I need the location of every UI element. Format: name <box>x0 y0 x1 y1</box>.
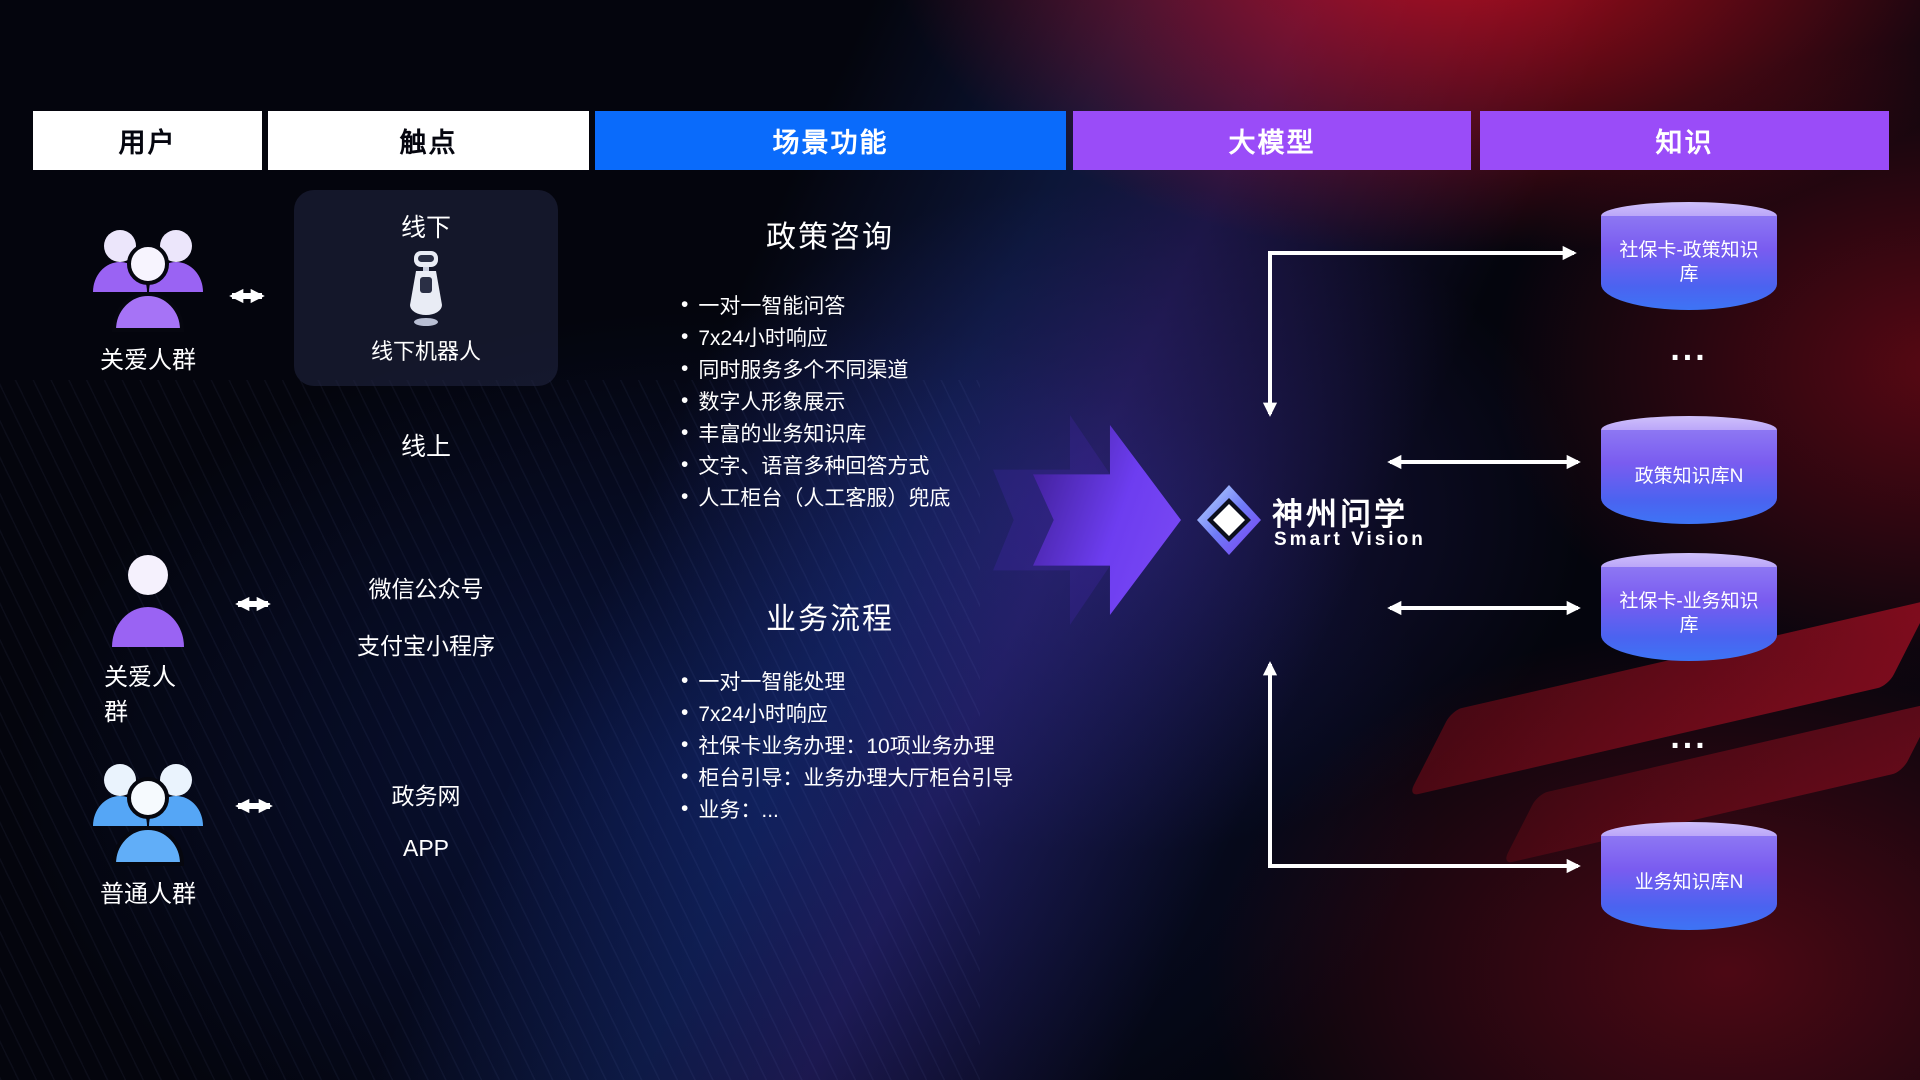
function-bullet-item: • 7x24小时响应 <box>681 321 1101 353</box>
diamond-logo-icon <box>1197 485 1261 555</box>
bullet-dot: • <box>681 453 689 476</box>
bullet-dot: • <box>681 389 689 412</box>
function-bullet-item: • 7x24小时响应 <box>681 697 1101 729</box>
bullet-dot: • <box>681 485 689 508</box>
model-subtitle: Smart Vision <box>1274 529 1426 550</box>
bullet-dot: • <box>681 325 689 348</box>
policy-consult-list: •一对一智能问答 •7x24小时响应 •同时服务多个不同渠道 •数字人形象展示 … <box>681 289 1101 513</box>
column-header-users: 用户 <box>33 111 262 170</box>
person-icon <box>112 555 184 647</box>
channel-wechat: 微信公众号 <box>368 576 484 602</box>
column-header-label: 大模型 <box>1228 128 1316 158</box>
bullet-text: 人工柜台（人工客服）兜底 <box>698 487 951 510</box>
function-bullet-item: • 一对一智能问答 <box>681 289 1101 321</box>
bullet-text: 一对一智能处理 <box>698 671 846 694</box>
model-logo <box>1196 484 1262 561</box>
column-header-label: 触点 <box>399 128 458 158</box>
function-bullet-item: • 同时服务多个不同渠道 <box>681 353 1101 385</box>
ellipsis-more-kb: ... <box>1670 718 1708 756</box>
user-group-label: 关爱人群 <box>100 347 196 374</box>
channel-app: APP <box>402 835 450 861</box>
bullet-text: 社保卡业务办理：10项业务办理 <box>698 735 995 758</box>
bullet-text: 业务：... <box>698 799 779 822</box>
arrow-model-policy-ssc-kb <box>1262 245 1577 417</box>
function-bullet-item: • 丰富的业务知识库 <box>681 417 1101 449</box>
user-group-care-2: 关爱人群 <box>104 551 192 727</box>
function-bullet-item: • 柜台引导：业务办理大厅柜台引导 <box>681 761 1101 793</box>
bullet-text: 7x24小时响应 <box>698 327 828 350</box>
bullet-dot: • <box>681 765 689 788</box>
column-header-label: 用户 <box>118 128 177 158</box>
column-header-label: 知识 <box>1655 128 1714 158</box>
function-bullet-item: • 人工柜台（人工客服）兜底 <box>681 481 1101 513</box>
kb-cylinder-policy-n: 政策知识库N <box>1601 416 1777 524</box>
business-process-list: • 一对一智能处理 • 7x24小时响应 • 社保卡业务办理：10项业务办理 • 柜台引… <box>681 665 1101 825</box>
bullet-dot: • <box>681 293 689 316</box>
bullet-text: 数字人形象展示 <box>698 391 846 414</box>
arrow-model-business-n-kb <box>1262 661 1581 874</box>
bullet-dot: • <box>681 797 689 820</box>
kb-label: 政策知识库N <box>1634 466 1744 488</box>
user-group-care-1: 关爱人群 <box>78 218 218 375</box>
section-title-policy-consult: 政策咨询 <box>766 221 894 254</box>
channel-alipay: 支付宝小程序 <box>357 633 495 659</box>
bullet-dot: • <box>681 733 689 756</box>
function-bullet-item: • 一对一智能处理 <box>681 665 1101 697</box>
bullet-text: 同时服务多个不同渠道 <box>698 359 909 382</box>
people-group-icon <box>93 764 203 866</box>
robot-icon <box>410 251 442 326</box>
bullet-text: 丰富的业务知识库 <box>698 423 867 446</box>
user-group-label: 普通人群 <box>100 881 196 908</box>
online-title: 线上 <box>400 433 451 461</box>
bullet-text: 柜台引导：业务办理大厅柜台引导 <box>698 767 1014 790</box>
user-group-label: 关爱人群 <box>104 664 176 726</box>
user-group-general: 普通人群 <box>78 752 218 909</box>
offline-robot-caption: 线下机器人 <box>370 339 481 364</box>
column-header-functions: 场景功能 <box>595 111 1066 170</box>
offline-title: 线下 <box>400 214 451 242</box>
model-name: 神州问学 <box>1272 497 1408 532</box>
kb-cylinder-business-ssc: 社保卡-业务知识库 <box>1601 553 1777 661</box>
column-header-touchpoints: 触点 <box>268 111 589 170</box>
kb-label: 业务知识库N <box>1634 872 1744 894</box>
bullet-dot: • <box>681 421 689 444</box>
bullet-dot: • <box>681 701 689 724</box>
offline-touchpoint-card: 线下 线下机器人 <box>294 190 558 386</box>
bullet-text: 文字、语音多种回答方式 <box>698 455 930 478</box>
bullet-text: 7x24小时响应 <box>698 703 828 726</box>
bullet-dot: • <box>681 669 689 692</box>
channel-gov-web: 政务网 <box>391 783 461 809</box>
bullet-dot: • <box>681 357 689 380</box>
column-header-label: 场景功能 <box>772 128 889 158</box>
column-header-knowledge: 知识 <box>1480 111 1889 170</box>
function-bullet-item: • 数字人形象展示 <box>681 385 1101 417</box>
function-bullet-item: • 文字、语音多种回答方式 <box>681 449 1101 481</box>
section-title-business-process: 业务流程 <box>766 603 894 636</box>
kb-cylinder-business-n: 业务知识库N <box>1601 822 1777 930</box>
function-bullet-item: • 业务：... <box>681 793 1101 825</box>
kb-cylinder-policy-ssc: 社保卡-政策知识库 <box>1601 202 1777 310</box>
people-group-icon <box>93 230 203 332</box>
function-bullet-item: • 社保卡业务办理：10项业务办理 <box>681 729 1101 761</box>
bullet-text: 一对一智能问答 <box>698 295 846 318</box>
ellipsis-more-kb: ... <box>1670 330 1708 368</box>
column-header-model: 大模型 <box>1073 111 1471 170</box>
kb-label: 社保卡-业务知识库 <box>1619 591 1759 636</box>
kb-label: 社保卡-政策知识库 <box>1619 240 1759 285</box>
